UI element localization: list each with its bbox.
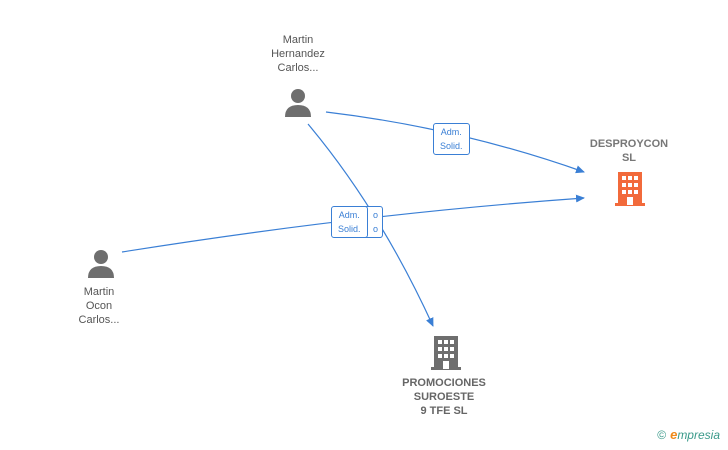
- edge-label-left-line2: Solid.: [338, 224, 361, 234]
- building-bottom-icon[interactable]: [430, 336, 462, 370]
- person-left-line1: Martin: [83, 286, 115, 298]
- person-left-line3: Carlos...: [78, 314, 120, 326]
- company-main-line2: SL: [621, 152, 637, 164]
- person-top-line1: Martin: [282, 34, 314, 46]
- empresia-watermark: ©empresia: [657, 427, 720, 442]
- company-main-line1: DESPROYCON: [589, 138, 669, 150]
- edge-label-left-line1: Adm.: [338, 210, 360, 220]
- company-bottom-line2: SUROESTE: [413, 391, 475, 403]
- person-top-label[interactable]: Martin Hernandez Carlos...: [271, 33, 325, 75]
- brand-name: mpresia: [677, 428, 720, 442]
- company-bottom-line3: 9 TFE SL: [420, 405, 468, 417]
- edge-label-left-to-main[interactable]: Adm. Solid.: [331, 206, 368, 238]
- edge-label-top-line1: Adm.: [440, 127, 462, 137]
- edge-label-partial-line2: o: [373, 224, 379, 234]
- person-left-icon[interactable]: [87, 249, 115, 279]
- person-top-icon[interactable]: [284, 88, 312, 118]
- company-bottom-line1: PROMOCIONES: [402, 377, 486, 389]
- edge-label-top-to-main[interactable]: Adm. Solid.: [433, 123, 470, 155]
- company-bottom-label[interactable]: PROMOCIONES SUROESTE 9 TFE SL: [402, 376, 486, 418]
- edge-label-top-line2: Solid.: [440, 141, 463, 151]
- copyright-symbol: ©: [657, 428, 667, 442]
- person-top-line2: Hernandez: [271, 48, 325, 60]
- person-top-line3: Carlos...: [277, 62, 319, 74]
- edge-label-partial-line1: o: [373, 210, 379, 220]
- person-left-line2: Ocon: [85, 300, 113, 312]
- building-main-icon[interactable]: [614, 172, 646, 206]
- company-main-label[interactable]: DESPROYCON SL: [590, 137, 668, 165]
- person-left-label[interactable]: Martin Ocon Carlos...: [79, 285, 120, 327]
- brand-logo-letter: e: [670, 427, 678, 442]
